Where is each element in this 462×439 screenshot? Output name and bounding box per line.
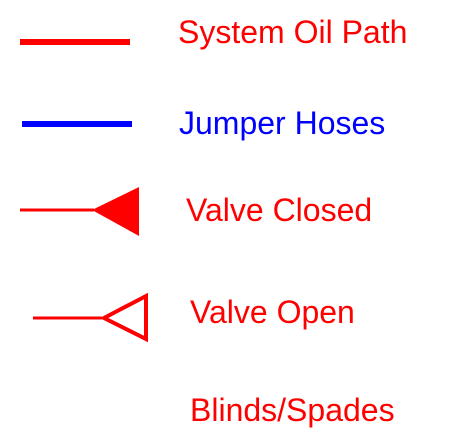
- legend-label-blinds-spades: Blinds/Spades: [190, 392, 395, 428]
- legend-label-system-oil-path: System Oil Path: [178, 14, 408, 50]
- legend-label-valve-closed: Valve Closed: [186, 192, 373, 228]
- legend-label-jumper-hoses: Jumper Hoses: [179, 105, 386, 141]
- valve-open-icon: [33, 292, 148, 343]
- legend-label-valve-open: Valve Open: [190, 294, 355, 330]
- valve-closed-icon: [20, 187, 139, 236]
